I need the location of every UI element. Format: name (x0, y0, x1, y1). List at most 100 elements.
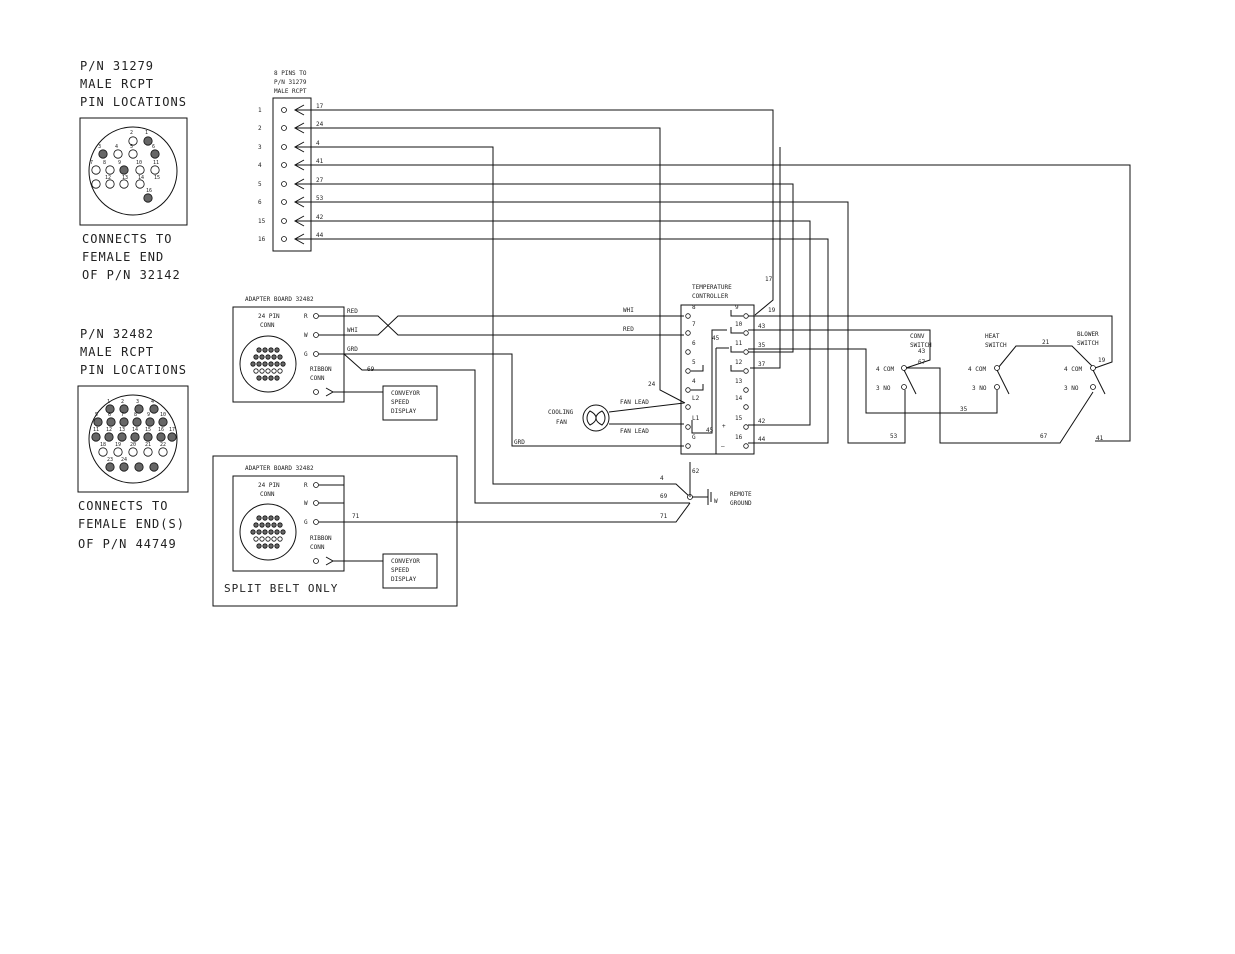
wire-27 (313, 183, 794, 353)
header-title-3: MALE RCPT (274, 88, 307, 95)
controller-left-term-label: L2 (692, 395, 700, 402)
connector2-pin (106, 417, 116, 427)
adapter-pin (271, 354, 277, 360)
header-pin-socket (281, 144, 287, 150)
label-19: 19 (768, 307, 776, 314)
header-wire-label: 44 (316, 232, 324, 239)
wire-4 (313, 146, 691, 498)
pn1-line3: PIN LOCATIONS (80, 95, 187, 109)
adapter-pin (256, 361, 262, 367)
connector2-pin (143, 432, 153, 442)
adapter-pin (268, 361, 274, 367)
connector2-pin (130, 432, 140, 442)
label-whi-ctrl: WHI (623, 307, 634, 314)
conv-com-term (901, 365, 907, 371)
wire-21 (997, 345, 1095, 369)
adapter2-term-w (313, 500, 319, 506)
adapter-pin (277, 354, 283, 360)
controller-right-term-label: 10 (735, 321, 743, 328)
wire-grd (344, 353, 684, 447)
connector2-pin (93, 417, 103, 427)
header-8-pins: 8 PINS TO P/N 31279 MALE RCPT 1172243444… (258, 70, 324, 252)
connector2-pin (104, 432, 114, 442)
controller-relay-contact (730, 365, 743, 372)
controller-left-term (685, 368, 691, 374)
adapter-pin (262, 543, 268, 549)
pn2-line2: MALE RCPT (80, 345, 154, 359)
connector1-pin-label: 14 (138, 175, 144, 181)
heat-no: 3 NO (972, 385, 987, 392)
header-wire-label: 41 (316, 158, 324, 165)
connector1-pin-label: 11 (153, 160, 159, 166)
header-pin-socket (281, 236, 287, 242)
header-wire-label: 27 (316, 177, 324, 184)
controller-left-term (685, 349, 691, 355)
adapter-pin (262, 515, 268, 521)
adapter1-ribbon2: CONN (310, 375, 325, 382)
controller-relay-contact (730, 346, 743, 353)
connector1-pin-label: 15 (154, 175, 160, 181)
header-pin-socket (281, 107, 287, 113)
adapter2-frame (232, 475, 345, 572)
adapter2-pins (250, 515, 286, 549)
connector2-pin-label: 8 (134, 412, 137, 418)
label-19b: 19 (1098, 357, 1106, 364)
label-42: 42 (758, 418, 766, 425)
connector2-pin (119, 462, 129, 472)
adapter2-wires: 71 71 4 69 (344, 475, 691, 523)
conv-com: 4 COM (876, 366, 894, 373)
controller-right-term (743, 387, 749, 393)
connector1-pin-label: 8 (103, 160, 106, 166)
connector2-pin (143, 447, 153, 457)
label-35b: 35 (960, 406, 968, 413)
controller-right-term-label: 16 (735, 434, 743, 441)
label-45b: 45 (706, 427, 714, 434)
wire-17 (313, 109, 774, 316)
controller-right-term (743, 404, 749, 410)
connector2-pin-label: 9 (147, 412, 150, 418)
adapter-pin (256, 515, 262, 521)
adapter-pin (250, 361, 256, 367)
connector1-pin-label: 3 (98, 144, 101, 150)
label-62: 62 (692, 468, 700, 475)
conveyor-speed-display-1: CONVEYOR SPEED DISPLAY (382, 385, 438, 421)
adapter1-pin-r: R (304, 313, 308, 320)
connector2-pin-label: 14 (132, 427, 138, 433)
conv-label1: CONV (910, 333, 925, 340)
controller-minus: — (721, 443, 725, 450)
adapter2-pin-g: G (304, 519, 308, 526)
connector2-pin (158, 417, 168, 427)
label-43a: 43 (758, 323, 766, 330)
connector2-pin (128, 447, 138, 457)
controller-right-term (743, 349, 749, 355)
connector2-pin-label: 3 (136, 399, 139, 405)
header-pin-number: 1 (258, 107, 262, 114)
display1-line3: DISPLAY (391, 408, 417, 415)
connector2-pin-label: 22 (160, 442, 166, 448)
label-21: 21 (1042, 339, 1050, 346)
connector2-pin (167, 432, 177, 442)
adapter-pin (262, 529, 268, 535)
adapter-pin (256, 347, 262, 353)
connector2-pin (149, 404, 159, 414)
blower-no: 3 NO (1064, 385, 1079, 392)
connector2-pin (119, 417, 129, 427)
adapter1-ribbon-term (313, 389, 319, 395)
connector1-pin-label: 9 (118, 160, 121, 166)
connector2-pin-label: 10 (160, 412, 166, 418)
label-71a: 71 (352, 513, 360, 520)
connector2-pin (119, 404, 129, 414)
adapter2-connector (239, 503, 297, 561)
connector-32482-face (88, 394, 178, 484)
blower-label2: SWITCH (1077, 340, 1099, 347)
wire-19 (748, 315, 1113, 369)
adapter-pin (274, 361, 280, 367)
pn1-line1: P/N 31279 (80, 59, 154, 73)
adapter-pin (265, 536, 271, 542)
label-37: 37 (758, 361, 766, 368)
adapter-pin (262, 361, 268, 367)
connector2-pin (98, 447, 108, 457)
connector2-pin-label: 19 (115, 442, 121, 448)
adapter-pin (253, 354, 259, 360)
adapter2-conn2: CONN (260, 491, 275, 498)
